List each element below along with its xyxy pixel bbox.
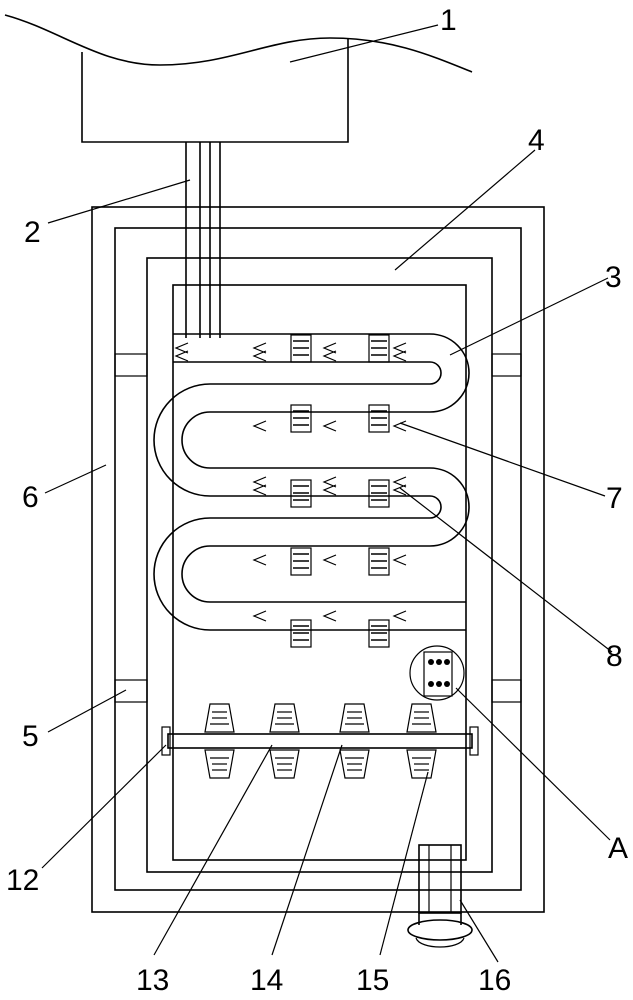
- label-1: 1: [440, 4, 457, 37]
- label-14: 14: [250, 964, 283, 997]
- label-8: 8: [606, 640, 623, 673]
- label-15: 15: [356, 964, 389, 997]
- leader-lines: [41, 24, 613, 963]
- heating-blocks: [290, 334, 390, 648]
- top-unit: [4, 14, 473, 143]
- serpentine-coil: [153, 333, 470, 631]
- inner-chamber: [172, 284, 467, 861]
- label-16: 16: [478, 964, 511, 997]
- housing: [91, 206, 545, 913]
- detail-a-circle: [409, 645, 465, 701]
- label-a: A: [608, 832, 628, 865]
- heating-elements: [204, 703, 437, 779]
- label-13: 13: [136, 964, 169, 997]
- insulation-layer: [114, 227, 522, 891]
- label-2: 2: [24, 216, 41, 249]
- label-7: 7: [606, 482, 623, 515]
- outer-shell: [91, 206, 545, 913]
- label-4: 4: [528, 124, 545, 157]
- label-3: 3: [605, 261, 622, 294]
- label-6: 6: [22, 481, 39, 514]
- label-5: 5: [22, 720, 39, 753]
- flow-chevrons: [174, 342, 407, 622]
- inlet-pipe: [185, 142, 221, 338]
- supports: [114, 353, 522, 703]
- inner-layer: [146, 257, 493, 873]
- rail-assembly: [161, 726, 479, 756]
- part-labels: 1 2 4 3 6 7 8 5 A 12 13 14 15 16: [6, 4, 628, 997]
- label-12: 12: [6, 864, 39, 897]
- drain-pipe: [407, 844, 473, 948]
